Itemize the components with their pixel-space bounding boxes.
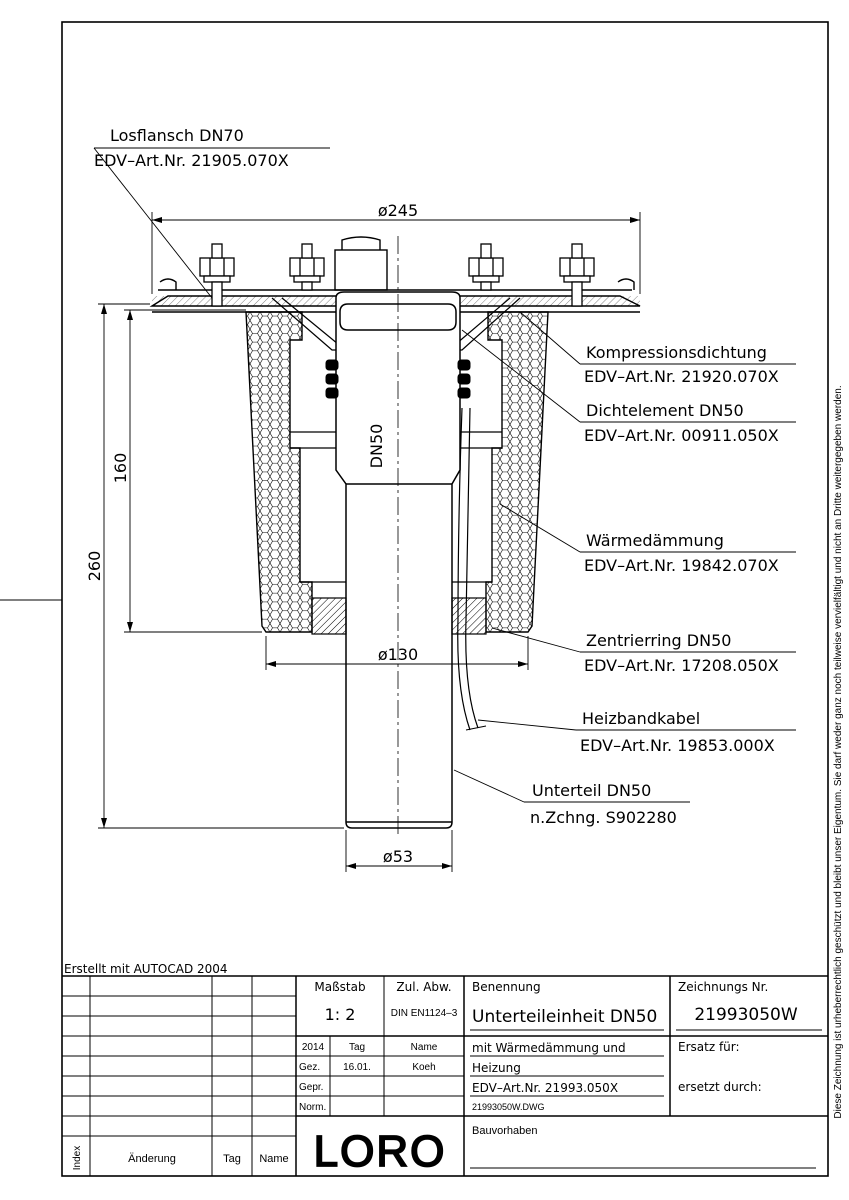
created-with: Erstellt mit AUTOCAD 2004	[64, 962, 228, 976]
bolt-4	[559, 243, 595, 307]
heizband-name: Heizbandkabel	[582, 709, 700, 728]
losflansch-name: Losflansch DN70	[110, 126, 244, 145]
massstab-value: 1: 2	[325, 1005, 356, 1024]
losflansch-art: EDV–Art.Nr. 21905.070X	[94, 151, 289, 170]
ersatz-fuer: Ersatz für:	[678, 1040, 740, 1054]
zentrierring-name: Zentrierring DN50	[586, 631, 731, 650]
callout-losflansch: Losflansch DN70 EDV–Art.Nr. 21905.070X	[94, 126, 289, 170]
unterteil-name: Unterteil DN50	[532, 781, 651, 800]
flange-bolts	[199, 243, 595, 307]
title-block-grid	[62, 975, 828, 1176]
kompression-name: Kompressionsdichtung	[586, 343, 767, 362]
desc-line1: mit Wärmedämmung und	[472, 1041, 626, 1055]
waermedaemmung-art: EDV–Art.Nr. 19842.070X	[584, 556, 779, 575]
gez-label: Gez.	[299, 1062, 320, 1073]
callout-dichtelement: Dichtelement DN50 EDV–Art.Nr. 00911.050X	[584, 401, 779, 445]
desc-art: EDV–Art.Nr. 21993.050X	[472, 1081, 618, 1095]
callout-zentrierring: Zentrierring DN50 EDV–Art.Nr. 17208.050X	[584, 631, 779, 675]
bolt-2	[289, 243, 325, 291]
zentrierring-art: EDV–Art.Nr. 17208.050X	[584, 656, 779, 675]
dim-245: ø245	[378, 201, 418, 220]
zeichnungs-nr-value: 21993050W	[694, 1005, 798, 1025]
waermedaemmung-name: Wärmedämmung	[586, 531, 724, 550]
dichtelement-art: EDV–Art.Nr. 00911.050X	[584, 426, 779, 445]
copyright-notice: Diese Zeichnung ist urheberrechtlich ges…	[833, 385, 844, 1118]
zeichnungs-nr-label: Zeichnungs Nr.	[678, 980, 768, 994]
leader-lines	[93, 147, 796, 803]
name-label: Name	[411, 1042, 438, 1053]
kompression-art: EDV–Art.Nr. 21920.070X	[584, 367, 779, 386]
heizbandkabel	[457, 407, 479, 731]
zul-abw-value: DIN EN1124–3	[391, 1008, 458, 1019]
callout-waermedaemmung: Wärmedämmung EDV–Art.Nr. 19842.070X	[584, 531, 779, 575]
dimension-arrows	[101, 217, 640, 869]
massstab-label: Maßstab	[314, 980, 365, 994]
ersetzt-durch: ersetzt durch:	[678, 1080, 762, 1094]
year: 2014	[302, 1042, 325, 1053]
norm-label: Norm.	[299, 1102, 326, 1113]
gepr-label: Gepr.	[299, 1082, 323, 1093]
dichtelement-name: Dichtelement DN50	[586, 401, 744, 420]
zul-abw-label: Zul. Abw.	[396, 980, 451, 994]
heizband-art: EDV–Art.Nr. 19853.000X	[580, 736, 775, 755]
tag-label: Tag	[349, 1042, 365, 1053]
dimension-lines	[98, 212, 641, 872]
insulation-left	[245, 311, 313, 633]
zentrierring-right	[451, 597, 487, 635]
desc-line2: Heizung	[472, 1061, 521, 1075]
loro-logo: LORO	[314, 1127, 447, 1176]
aenderung-label: Änderung	[128, 1153, 176, 1165]
callout-unterteil: Unterteil DN50 n.Zchng. S902280	[530, 781, 677, 827]
dim-53: ø53	[383, 847, 413, 866]
dim-130: ø130	[378, 645, 418, 664]
gez-tag: 16.01.	[343, 1062, 371, 1073]
bolt-1	[199, 243, 235, 307]
benennung-value: Unterteileinheit DN50	[472, 1007, 657, 1027]
dim-260: 260	[85, 551, 104, 582]
bauvorhaben: Bauvorhaben	[472, 1125, 537, 1137]
dim-160: 160	[111, 453, 130, 484]
desc-file: 21993050W.DWG	[472, 1102, 545, 1112]
benennung-label: Benennung	[472, 980, 541, 994]
unterteil-art: n.Zchng. S902280	[530, 808, 677, 827]
dim-dn50: DN50	[367, 424, 386, 469]
gez-name: Koeh	[412, 1062, 435, 1073]
callout-kompression: Kompressionsdichtung EDV–Art.Nr. 21920.0…	[584, 343, 779, 386]
drawing-frame	[61, 21, 829, 1177]
index-label: Index	[72, 1146, 83, 1170]
bolt-3	[468, 243, 504, 291]
dichtelement	[325, 359, 471, 399]
rev-tag-label: Tag	[223, 1153, 241, 1165]
zentrierring-left	[311, 597, 347, 635]
insulation-right	[485, 311, 549, 633]
callout-heizband: Heizbandkabel EDV–Art.Nr. 19853.000X	[580, 709, 775, 755]
rev-name-label: Name	[259, 1153, 288, 1165]
